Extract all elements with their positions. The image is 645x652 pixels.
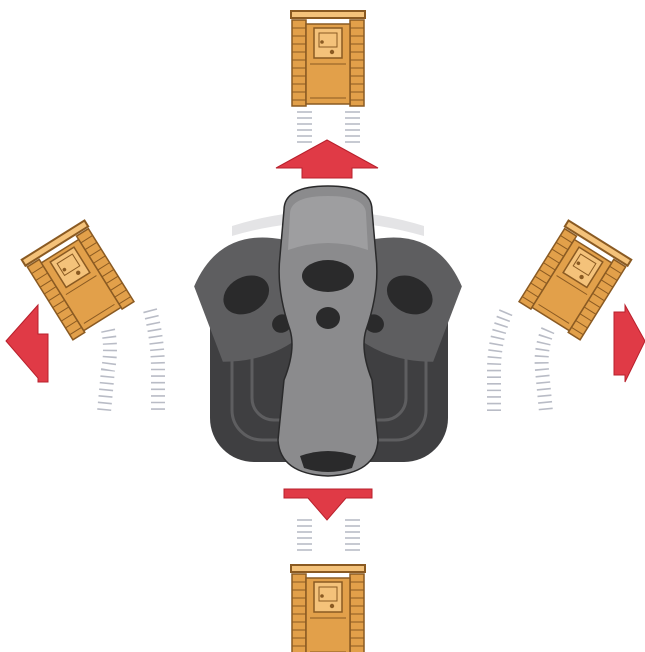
joystick-icon [194,185,462,477]
arrow-right-icon [613,303,645,383]
turn-right-direction [487,218,645,413]
bulldozer-icon [289,563,367,652]
arrow-left-icon [5,303,49,383]
reverse-direction [283,488,373,652]
bulldozer-icon [289,9,367,107]
curved-track-marks [97,308,165,413]
curved-track-marks [487,309,555,413]
track-marks [297,111,360,143]
forward-direction [275,9,379,179]
turn-left-direction [5,218,165,413]
track-marks [297,519,360,551]
arrow-up-icon [275,139,379,179]
arrow-down-icon [283,488,373,521]
